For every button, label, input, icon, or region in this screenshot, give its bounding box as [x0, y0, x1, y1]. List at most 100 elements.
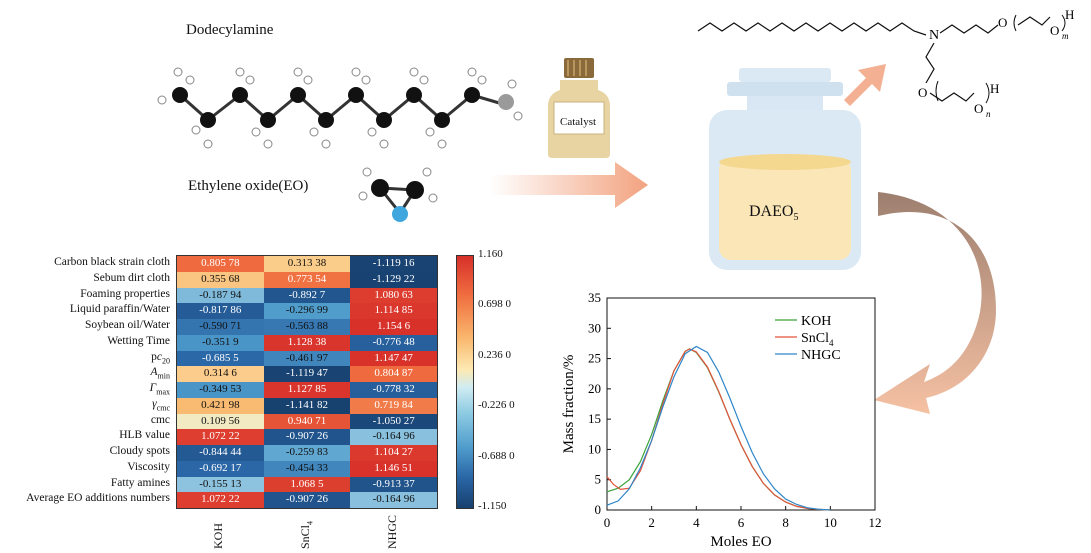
- struct-o4: O: [974, 101, 983, 116]
- heatmap-cell: -1.129 22: [350, 271, 437, 288]
- curved-arrow-icon: [874, 192, 996, 414]
- plot-frame: [606, 297, 876, 511]
- y-axis-label: Mass fraction/%: [561, 355, 577, 454]
- legend-label: KOH: [801, 314, 831, 329]
- heatmap-cell: -1.119 47: [263, 366, 351, 382]
- x-tick-label: 8: [782, 515, 789, 530]
- heatmap-cell: -0.776 48: [350, 334, 437, 351]
- catalyst-bottle-icon: [548, 58, 610, 158]
- heatmap-cell: -0.692 17: [177, 460, 264, 477]
- struct-n-sub: n: [986, 109, 991, 119]
- heatmap-row-label: Foaming properties: [80, 287, 170, 300]
- colorbar-tick: 0.236 0: [478, 348, 511, 361]
- heatmap-cell: -0.913 37: [350, 476, 437, 493]
- dodecylamine-molecule: [157, 67, 523, 149]
- heatmap-row-label: Liquid paraffin/Water: [69, 303, 170, 316]
- x-axis-label: Moles EO: [710, 534, 771, 550]
- heatmap-row-label: HLB value: [119, 429, 170, 442]
- heatmap-column-label: NHGC: [384, 514, 399, 549]
- colorbar-tick: 0.698 0: [478, 298, 511, 311]
- heatmap-cell: 1.114 85: [350, 303, 437, 319]
- heatmap-cell: -0.907 26: [263, 429, 351, 445]
- heatmap-cell: 0.719 84: [350, 397, 437, 414]
- ethylene-oxide-label: Ethylene oxide(EO): [188, 178, 309, 194]
- heatmap-cell: 1.154 6: [350, 319, 437, 335]
- x-tick-label: 0: [604, 515, 611, 530]
- colorbar-tick: -0.688 0: [478, 449, 515, 462]
- series-line-sncl4: [606, 348, 831, 511]
- y-tick-label: 15: [588, 411, 601, 426]
- y-tick-label: 20: [588, 381, 601, 396]
- heatmap-cell: -0.590 71: [177, 319, 264, 335]
- heatmap-cell: 1.127 85: [263, 382, 351, 398]
- x-tick-label: 12: [869, 515, 882, 530]
- x-tick-label: 6: [738, 515, 745, 530]
- heatmap-row-label: Soybean oil/Water: [85, 319, 170, 331]
- heatmap-cell: -0.817 86: [177, 303, 264, 319]
- colorbar-tick: -0.226 0: [478, 399, 515, 412]
- heatmap-row-label: Sebum dirt cloth: [93, 271, 170, 284]
- heatmap-cell: 1.104 27: [350, 445, 437, 461]
- heatmap-cell: 0.355 68: [177, 271, 264, 288]
- heatmap-row-label: Wetting Time: [107, 334, 170, 347]
- y-tick-label: 0: [595, 502, 602, 517]
- heatmap-column-label: KOH: [211, 523, 226, 549]
- heatmap-cell: -0.259 83: [263, 445, 351, 461]
- heatmap-row-label: cmc: [150, 413, 170, 426]
- colorbar: [456, 255, 474, 509]
- heatmap-cell: -0.164 96: [350, 492, 437, 508]
- struct-o3: O: [918, 85, 927, 100]
- heatmap-row-label: Amin: [150, 366, 170, 381]
- heatmap-cell: 0.314 6: [177, 366, 264, 382]
- struct-h2: H: [990, 81, 999, 96]
- heatmap-cell: 0.313 38: [263, 256, 351, 272]
- y-tick-label: 30: [588, 320, 601, 335]
- product-arrow-icon: [844, 64, 886, 106]
- ethylene-oxide-molecule: [358, 167, 438, 222]
- colorbar-tick: -1.150: [478, 500, 507, 512]
- heatmap-cell: 1.146 51: [350, 460, 437, 477]
- y-tick-label: 5: [595, 472, 602, 487]
- heatmap-cell: 0.940 71: [263, 413, 351, 430]
- y-tick-label: 25: [588, 351, 601, 366]
- heatmap-row-label: Γmax: [149, 382, 170, 397]
- heatmap-cell: 1.068 5: [263, 476, 351, 493]
- heatmap-cell: -0.563 88: [263, 319, 351, 335]
- reaction-arrow-icon: [490, 162, 648, 208]
- heatmap-cell: -0.685 5: [177, 350, 264, 367]
- heatmap-column-label: SnCl4: [298, 520, 315, 549]
- daeo-structure: N O O m H O O n H: [697, 7, 1074, 119]
- x-tick-label: 4: [693, 515, 700, 530]
- legend-label: NHGC: [801, 348, 841, 363]
- heatmap-row-label: γcmc: [152, 397, 170, 413]
- struct-h1: H: [1065, 7, 1074, 22]
- heatmap-cell: -0.164 96: [350, 429, 437, 445]
- product-jar-icon: [709, 68, 861, 270]
- product-label: DAEO5: [749, 203, 799, 224]
- legend-label: SnCl4: [801, 331, 834, 348]
- heatmap-cell: 0.109 56: [177, 413, 264, 430]
- heatmap-cell: 0.804 87: [350, 366, 437, 382]
- struct-m: m: [1062, 31, 1069, 41]
- heatmap-cell: -1.141 82: [263, 397, 351, 414]
- struct-o2: O: [1050, 23, 1059, 38]
- heatmap-cell: -0.778 32: [350, 382, 437, 398]
- struct-n: N: [929, 28, 939, 43]
- heatmap-cell: -0.155 13: [177, 476, 264, 493]
- heatmap-cell: 0.421 98: [177, 397, 264, 414]
- heatmap-cell: 1.128 38: [263, 334, 351, 351]
- dodecylamine-label: Dodecylamine: [186, 22, 274, 38]
- series-line-nhgc: [606, 345, 831, 511]
- colorbar-tick: 1.160: [478, 248, 503, 260]
- x-tick-label: 10: [824, 515, 837, 530]
- heatmap-cell: 1.147 47: [350, 350, 437, 367]
- heatmap-cell: -0.296 99: [263, 303, 351, 319]
- heatmap-cell: -0.461 97: [263, 350, 351, 367]
- y-tick-label: 10: [588, 441, 601, 456]
- heatmap-cell: 1.080 63: [350, 287, 437, 304]
- heatmap-cell: -0.351 9: [177, 334, 264, 351]
- heatmap-cell: 0.805 78: [177, 256, 264, 272]
- heatmap-cell: -1.119 16: [350, 256, 437, 272]
